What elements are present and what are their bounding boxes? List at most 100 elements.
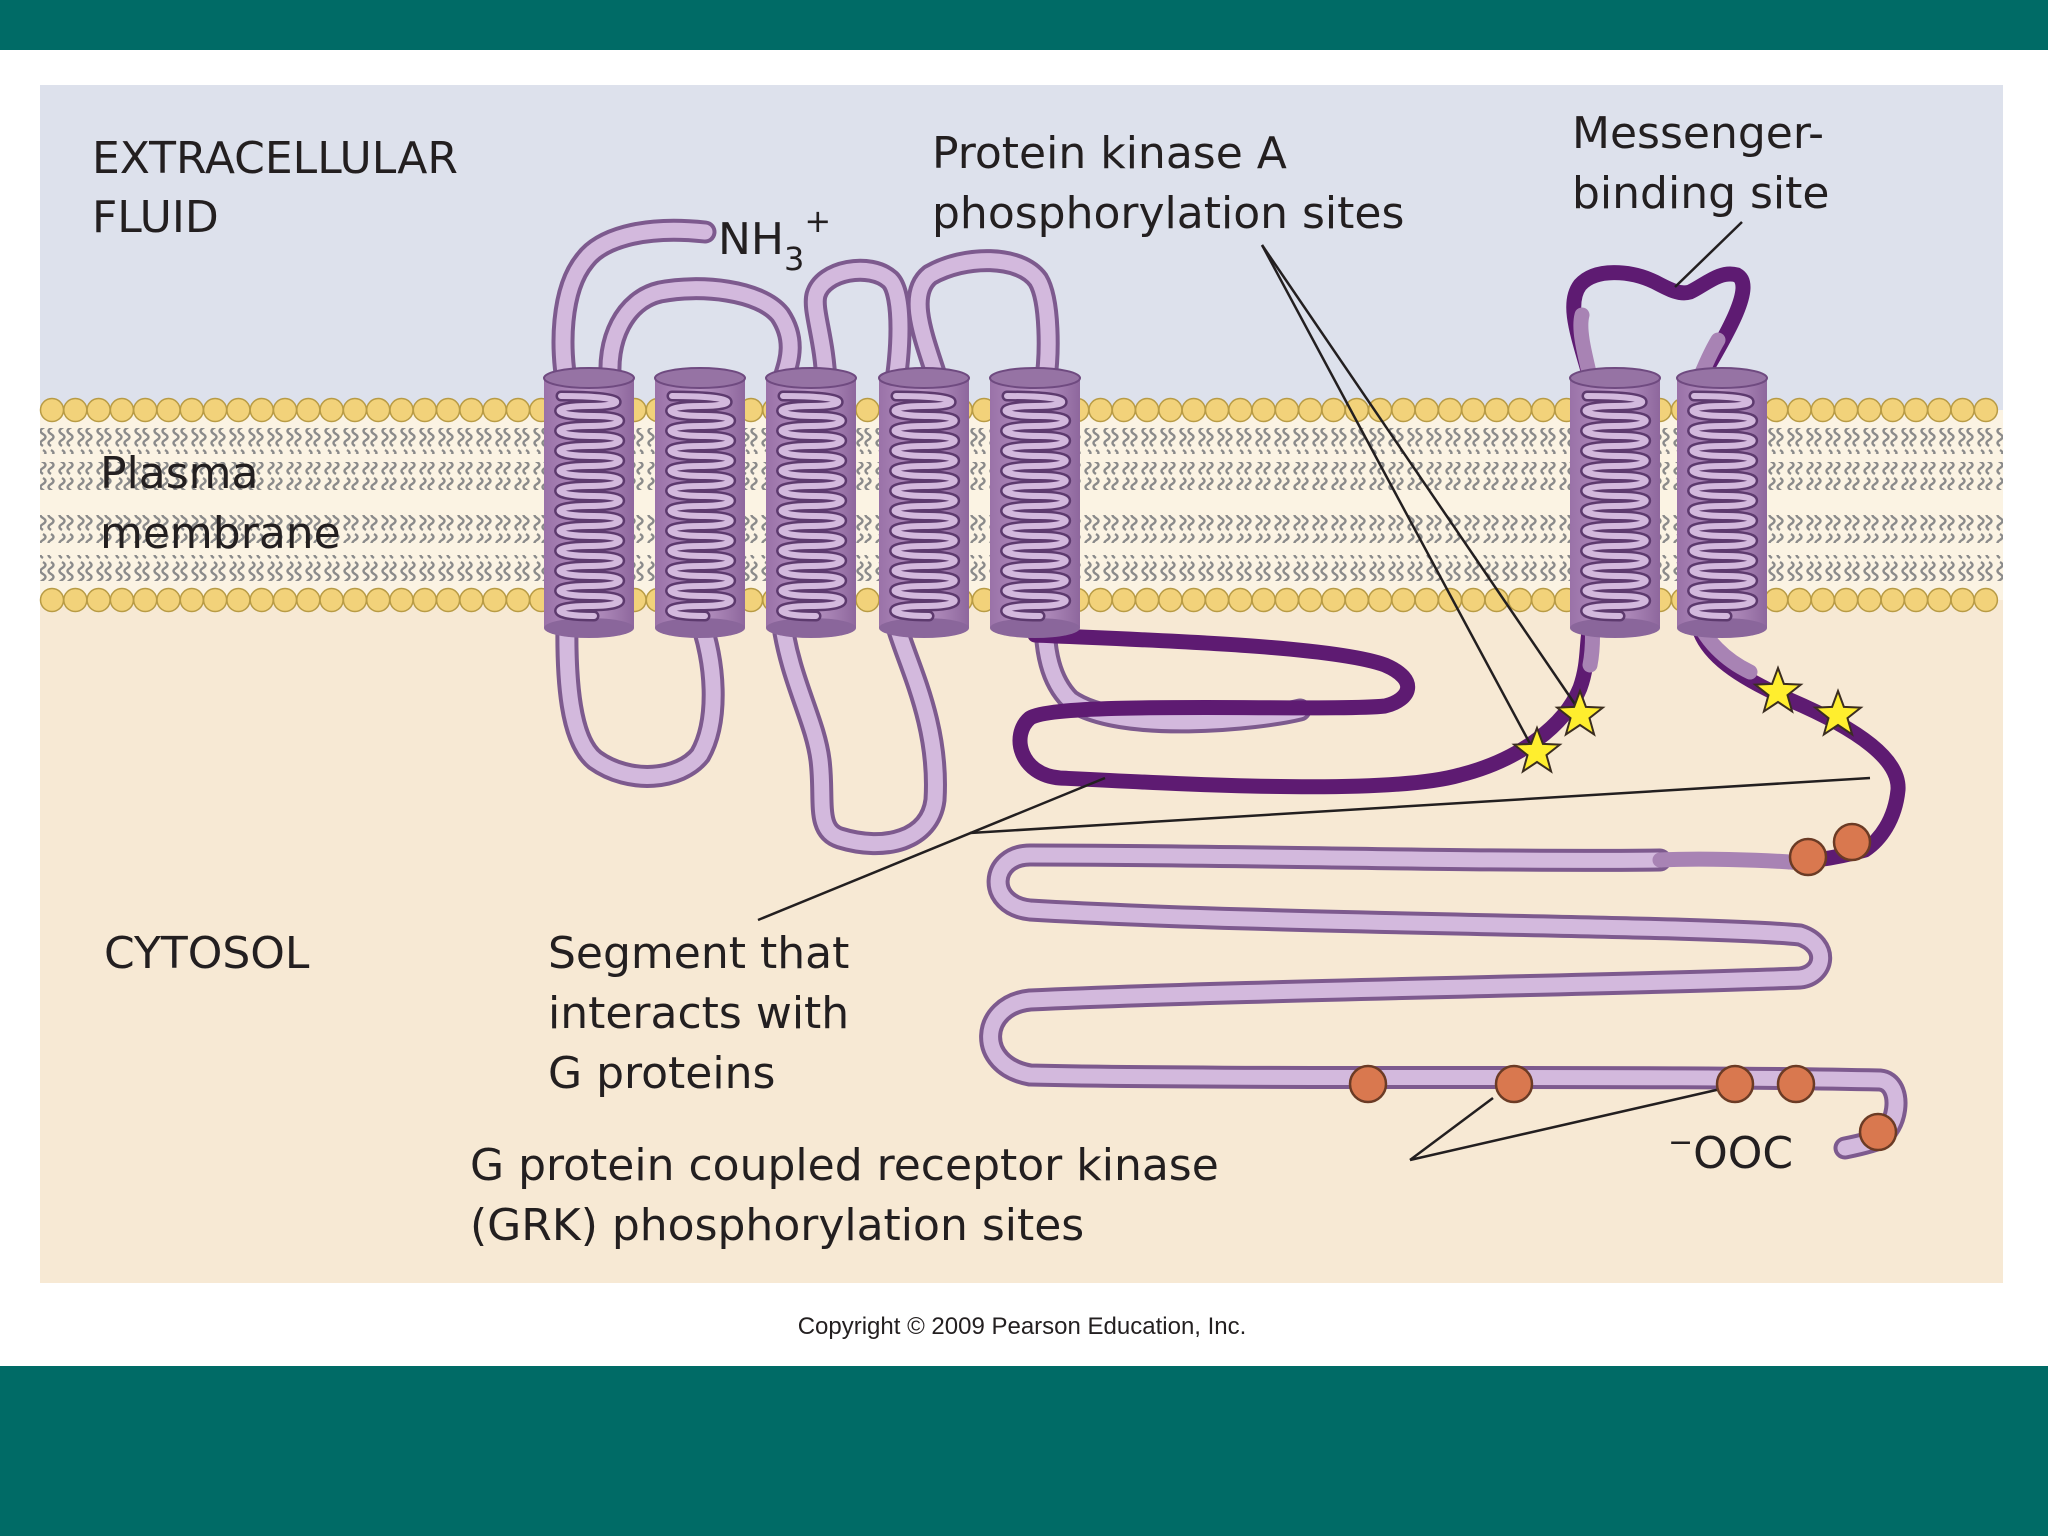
messenger-label-2: binding site [1572, 168, 1829, 219]
lipid-head [1461, 587, 1486, 613]
lipid-head [1810, 397, 1836, 423]
lipid-head [1437, 397, 1463, 423]
top-band [0, 0, 2048, 50]
lipid-head [63, 397, 88, 423]
grk-site-circle [1858, 1112, 1898, 1152]
lipid-head [132, 587, 158, 613]
extracellular-label-1: EXTRACELLULAR [92, 133, 458, 184]
helix-1 [543, 367, 635, 638]
lipid-head [226, 397, 251, 423]
extracellular-region [40, 85, 2003, 410]
lipid-head [389, 587, 414, 613]
lipid-head [1973, 587, 1999, 613]
grk-site-circle [1494, 1064, 1534, 1104]
copyright-text: Copyright © 2009 Pearson Education, Inc. [798, 1313, 1247, 1340]
lipid-head [1181, 587, 1206, 613]
lipid-head [1158, 587, 1183, 613]
lipid-head [1111, 397, 1137, 423]
extracellular-label-2: FLUID [92, 192, 219, 243]
cooh-superscript: − [1668, 1125, 1693, 1160]
lipid-head [1251, 397, 1276, 423]
lipid-head [202, 397, 228, 423]
lipid-head [1857, 587, 1882, 613]
lipid-head [1204, 587, 1230, 613]
lipid-head [365, 397, 391, 423]
lipid-head [342, 587, 368, 613]
lipid-head [1833, 587, 1859, 613]
lipid-head [1530, 587, 1556, 613]
helix-3 [765, 367, 857, 638]
lipid-head [132, 397, 158, 423]
lipid-head [272, 397, 298, 423]
lipid-heads-bottom [39, 587, 1999, 613]
cooh-main: OOC [1693, 1128, 1793, 1179]
lipid-head [1274, 397, 1300, 423]
lipid-head [1088, 587, 1113, 613]
cytosol-label: CYTOSOL [104, 928, 310, 979]
lipid-head [1461, 397, 1486, 423]
lipid-head [435, 587, 461, 613]
lipid-head [1507, 587, 1533, 613]
lipid-head [109, 397, 135, 423]
lipid-head [482, 397, 507, 423]
grk-site-circle [1776, 1064, 1816, 1104]
lipid-head [1787, 587, 1812, 613]
helix-2 [654, 367, 746, 638]
lipid-head [1251, 587, 1276, 613]
lipid-head [109, 587, 135, 613]
lipid-head [1763, 397, 1789, 423]
segment-label-3: G proteins [548, 1048, 775, 1099]
lipid-head [1181, 397, 1206, 423]
lipid-head [459, 587, 484, 613]
membrane-label-1: Plasma [100, 448, 258, 499]
lipid-head [39, 587, 65, 613]
lipid-head [1158, 397, 1183, 423]
lipid-head [319, 587, 344, 613]
pka-site-star [1511, 725, 1563, 774]
cytosol-region [40, 600, 2003, 1283]
lipid-head [1321, 587, 1346, 613]
lipid-head [1134, 397, 1160, 423]
lipid-head [1880, 397, 1905, 423]
segment-label-2: interacts with [548, 988, 849, 1039]
lipid-head [249, 397, 274, 423]
lipid-head [1414, 397, 1439, 423]
label-leader-lines [757, 221, 1871, 1162]
lipid-head [296, 587, 321, 613]
transmembrane-helices [543, 367, 1768, 638]
lipid-head [1367, 587, 1393, 613]
helix-5 [989, 367, 1081, 638]
lipid-head [1950, 587, 1975, 613]
lipid-head [342, 397, 368, 423]
lipid-head [1228, 587, 1253, 613]
lipid-head [179, 587, 205, 613]
lipid-head [482, 587, 507, 613]
lipid-head [226, 587, 251, 613]
lipid-head [1927, 587, 1952, 613]
helix-4 [878, 367, 970, 638]
lipid-head [296, 397, 321, 423]
lipid-head [412, 397, 438, 423]
nh3-main: NH [718, 214, 784, 265]
lipid-head [1111, 587, 1137, 613]
nh3-superscript: + [804, 202, 831, 240]
bottom-band [0, 1366, 2048, 1536]
lipid-head [156, 587, 181, 613]
lipid-head [1530, 397, 1556, 423]
grk-site-circle [1832, 822, 1872, 862]
grk-site-circle [1788, 837, 1828, 877]
lipid-head [39, 397, 65, 423]
helix-6 [1569, 367, 1661, 638]
lipid-head [1903, 397, 1929, 423]
pka-site-star [1752, 665, 1804, 714]
lipid-head [86, 587, 111, 613]
pka-site-star [1812, 688, 1864, 737]
lipid-head [1880, 587, 1905, 613]
nh3-label: NH3+ [718, 202, 831, 278]
lipid-head [202, 587, 228, 613]
lipid-head [179, 397, 205, 423]
lipid-head [1927, 397, 1952, 423]
lipid-head [1507, 397, 1533, 423]
lipid-head [1950, 397, 1975, 423]
lipid-head [855, 587, 880, 613]
